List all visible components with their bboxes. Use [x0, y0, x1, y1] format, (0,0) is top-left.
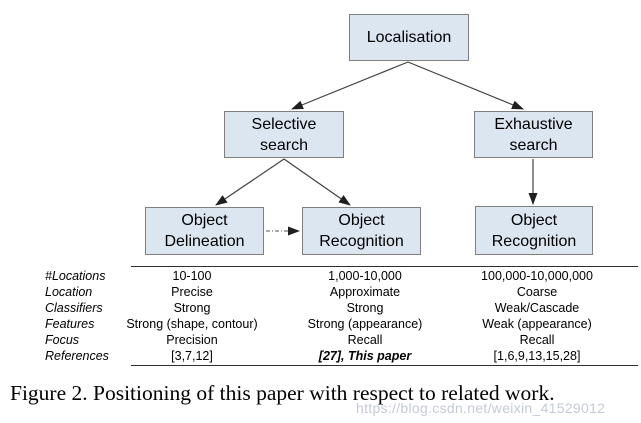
cell-selective: Strong (shape, contour)	[126, 317, 258, 331]
cell-exhaustive: Coarse	[516, 285, 558, 299]
table-row-location: Location Precise Approximate Coarse	[0, 284, 641, 300]
cell-middle: Strong	[346, 301, 384, 315]
row-label: Classifiers	[45, 301, 103, 315]
cell-this-paper: [27], This paper	[318, 349, 412, 363]
cell-selective: 10-100	[172, 269, 212, 283]
node-localisation-label: Localisation	[366, 29, 452, 46]
table-top-rule	[131, 266, 638, 267]
cell-exhaustive: 100,000-10,000,000	[481, 269, 593, 283]
arrow-localisation-to-selective	[291, 61, 409, 110]
row-label: #Locations	[45, 269, 106, 283]
cell-middle: 1,000-10,000	[328, 269, 402, 283]
node-object-delineation: Object Delineation	[145, 207, 264, 255]
node-localisation: Localisation	[349, 14, 469, 61]
arrow-selective-to-delineation	[215, 158, 285, 206]
node-object-recognition-right-label: Object Recognition	[491, 211, 577, 250]
comparison-table: #Locations 10-100 1,000-10,000 100,000-1…	[0, 268, 641, 364]
node-object-recognition-mid: Object Recognition	[302, 207, 421, 255]
cell-selective: Precise	[171, 285, 213, 299]
cell-selective: Strong	[173, 301, 211, 315]
table-row-references: References [3,7,12] [27], This paper [1,…	[0, 348, 641, 364]
arrow-selective-to-recognition	[283, 158, 351, 206]
arrow-localisation-to-exhaustive	[407, 61, 524, 110]
table-row-locations: #Locations 10-100 1,000-10,000 100,000-1…	[0, 268, 641, 284]
cell-exhaustive: Weak/Cascade	[494, 301, 580, 315]
cell-exhaustive: Recall	[519, 333, 555, 347]
table-bottom-rule	[131, 365, 638, 366]
node-selective-search: Selective search	[224, 111, 344, 158]
node-selective-search-label: Selective search	[251, 115, 317, 154]
row-label: Focus	[45, 333, 80, 347]
cell-middle: Recall	[347, 333, 383, 347]
row-label: Location	[45, 285, 93, 299]
watermark-text: https://blog.csdn.net/weixin_41529012	[356, 400, 606, 416]
cell-middle: Strong (appearance)	[307, 317, 423, 331]
table-row-classifiers: Classifiers Strong Strong Weak/Cascade	[0, 300, 641, 316]
table-row-focus: Focus Precision Recall Recall	[0, 332, 641, 348]
table-row-features: Features Strong (shape, contour) Strong …	[0, 316, 641, 332]
cell-selective: [3,7,12]	[171, 349, 213, 363]
row-label: References	[45, 349, 109, 363]
cell-exhaustive: Weak (appearance)	[482, 317, 592, 331]
node-object-recognition-right: Object Recognition	[475, 206, 593, 255]
figure-caption: Figure 2. Positioning of this paper with…	[10, 381, 555, 405]
cell-middle: Approximate	[329, 285, 401, 299]
node-object-recognition-mid-label: Object Recognition	[319, 212, 404, 250]
node-exhaustive-search-label: Exhaustive search	[494, 115, 573, 154]
node-exhaustive-search: Exhaustive search	[474, 111, 593, 158]
row-label: Features	[45, 317, 95, 331]
cell-exhaustive: [1,6,9,13,15,28]	[493, 349, 581, 363]
node-object-delineation-label: Object Delineation	[164, 212, 245, 250]
cell-selective: Precision	[166, 333, 218, 347]
